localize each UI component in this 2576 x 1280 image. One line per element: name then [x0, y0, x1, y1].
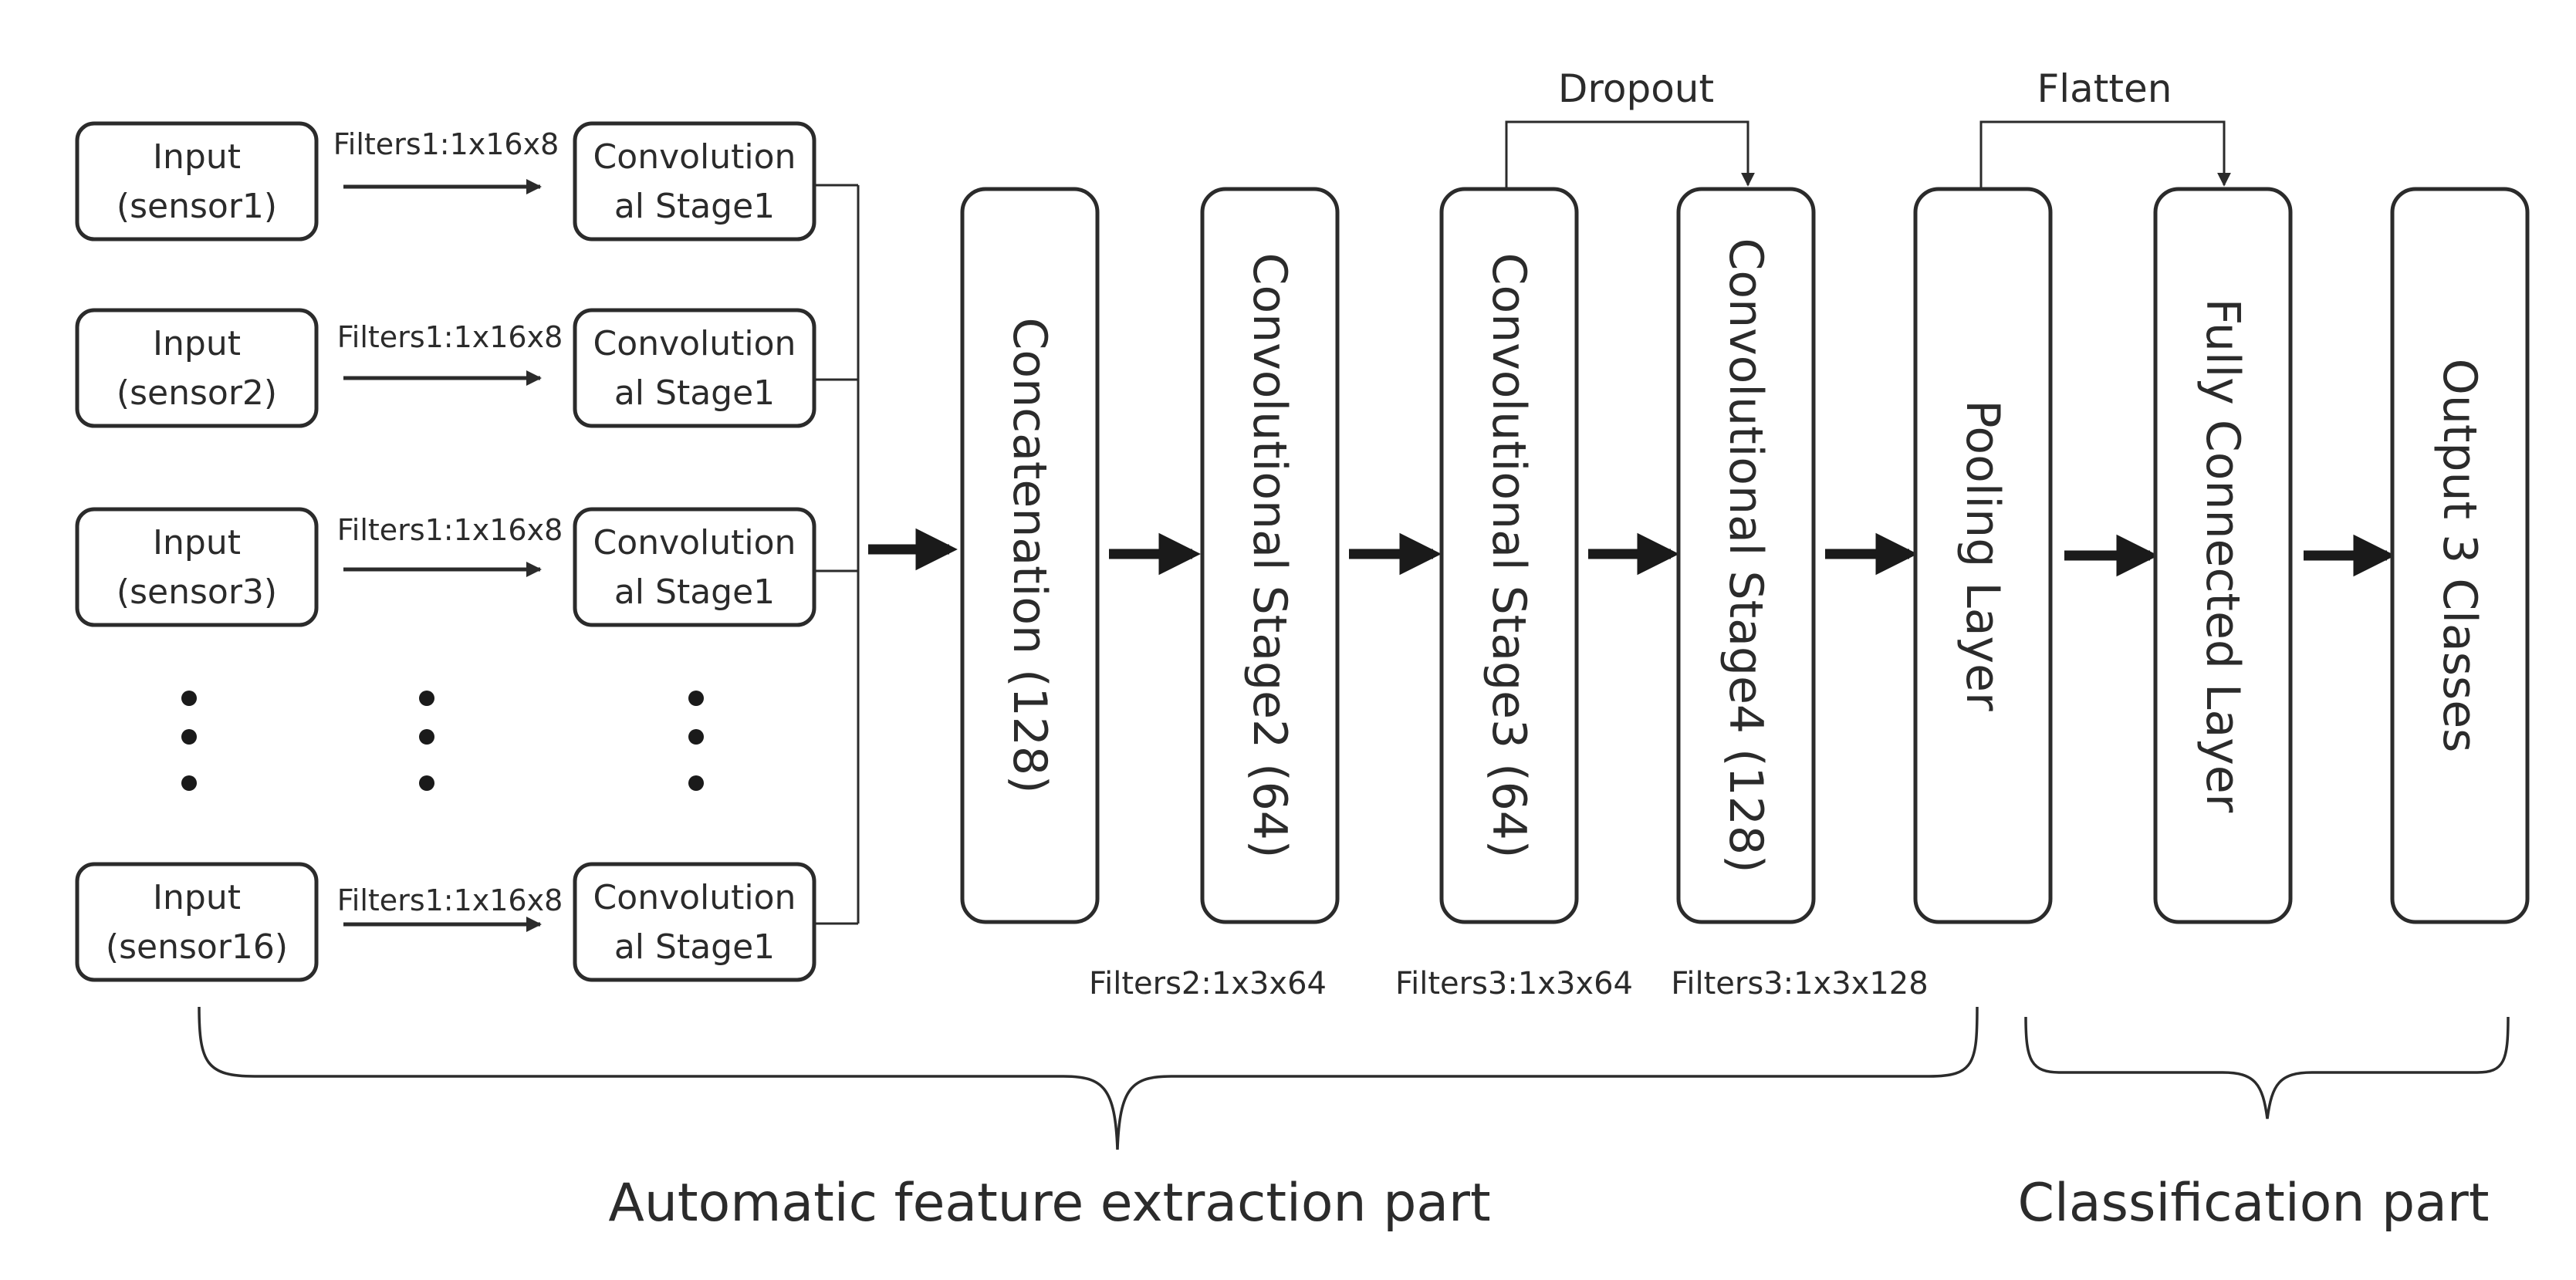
input-label: Input: [153, 137, 241, 177]
ellipsis-dot: [688, 775, 704, 791]
filter-label: Filters1:1x16x8: [333, 127, 559, 161]
classification-brace: Classification part: [2017, 1016, 2510, 1234]
stage-label: Pooling Layer: [1956, 400, 2010, 711]
conv-stage1-label-line1: Convolution: [593, 878, 796, 917]
brace-shape: [2024, 1016, 2510, 1120]
stage-box: [1676, 187, 1816, 924]
conv-stage1-label-line1: Convolution: [593, 523, 796, 562]
conv-stage1-label-line2: al Stage1: [614, 373, 775, 413]
conv-stage1-box: [573, 121, 816, 241]
ellipsis-dot: [688, 729, 704, 745]
stage-pooling-layer: Pooling Layer: [1913, 187, 2053, 924]
flatten-line: [1979, 120, 2231, 189]
dropout-label: Dropout: [1558, 66, 1714, 111]
stage-label: Convolutional Stage4 (128): [1719, 238, 1773, 873]
stage3-filter-label: Filters3:1x3x64: [1395, 966, 1633, 1001]
input-sensor-label: (sensor1): [117, 187, 277, 226]
stage-box: [1200, 187, 1340, 924]
brace-shape: [198, 1006, 1979, 1150]
stage-box: [2390, 187, 2530, 924]
filter-label: Filters1:1x16x8: [337, 883, 563, 917]
stage-box: [2153, 187, 2293, 924]
filter-label: Filters1:1x16x8: [337, 513, 563, 547]
stage-convolutional-stage2: Convolutional Stage2 (64): [1200, 187, 1340, 924]
classification-label: Classification part: [2017, 1173, 2489, 1234]
dropout-connector: Dropout: [1505, 66, 1755, 189]
dropout-line: [1505, 120, 1755, 189]
input-sensor-label: (sensor3): [117, 572, 277, 612]
stage-box: [1439, 187, 1579, 924]
input-box-sensor3: [75, 507, 319, 627]
ellipsis-dot: [181, 729, 197, 745]
input-box-sensor1: [75, 121, 319, 241]
stage-label: Output 3 Classes: [2432, 359, 2486, 753]
stage-fully-connected-layer: Fully Connected Layer: [2153, 187, 2293, 924]
flatten-connector: Flatten: [1979, 66, 2231, 189]
filter-label: Filters1:1x16x8: [337, 320, 563, 354]
merge-connector: [814, 184, 860, 925]
input-row-sensor16: Input (sensor16) Filters1:1x16x8 Convolu…: [75, 862, 816, 982]
input-label: Input: [153, 324, 241, 363]
input-row-sensor3: Input (sensor3) Filters1:1x16x8 Convolut…: [75, 507, 816, 627]
input-row-sensor1: Input (sensor1) Filters1:1x16x8 Convolut…: [75, 121, 816, 241]
stage-box: [960, 187, 1100, 924]
stage-convolutional-stage4: Convolutional Stage4 (128): [1676, 187, 1816, 924]
conv-stage1-label-line2: al Stage1: [614, 572, 775, 612]
conv-stage1-box: [573, 308, 816, 428]
conv-stage1-label-line1: Convolution: [593, 137, 796, 177]
conv-stage1-label-line2: al Stage1: [614, 927, 775, 967]
input-sensor-label: (sensor16): [106, 927, 288, 967]
conv-stage1-box: [573, 507, 816, 627]
input-row-sensor2: Input (sensor2) Filters1:1x16x8 Convolut…: [75, 308, 816, 428]
ellipsis-dot: [419, 691, 434, 706]
conv-stage1-label-line2: al Stage1: [614, 187, 775, 226]
conv-stage1-label-line1: Convolution: [593, 324, 796, 363]
feature-extraction-brace: Automatic feature extraction part: [198, 1006, 1979, 1234]
conv-stage1-box: [573, 862, 816, 982]
input-box-sensor2: [75, 308, 319, 428]
input-label: Input: [153, 523, 241, 562]
stage-box: [1913, 187, 2053, 924]
ellipsis-dot: [419, 729, 434, 745]
ellipsis-dots: [181, 691, 704, 791]
stage-label: Concatenation (128): [1002, 318, 1056, 794]
ellipsis-dot: [181, 691, 197, 706]
stage4-filter-label: Filters3:1x3x128: [1671, 966, 1928, 1001]
stage-convolutional-stage3: Convolutional Stage3 (64): [1439, 187, 1579, 924]
stage-label: Convolutional Stage2 (64): [1242, 253, 1296, 859]
stage-label: Convolutional Stage3 (64): [1482, 253, 1536, 859]
stage-label: Fully Connected Layer: [2196, 299, 2250, 813]
ellipsis-dot: [419, 775, 434, 791]
input-label: Input: [153, 878, 241, 917]
feature-extraction-label: Automatic feature extraction part: [608, 1173, 1490, 1234]
stage2-filter-label: Filters2:1x3x64: [1089, 966, 1327, 1001]
flatten-label: Flatten: [2037, 66, 2172, 111]
pipeline-arrows: [868, 528, 2395, 577]
ellipsis-dot: [688, 691, 704, 706]
input-sensor-label: (sensor2): [117, 373, 277, 413]
stage-concatenation: Concatenation (128): [960, 187, 1100, 924]
stage-output: Output 3 Classes: [2390, 187, 2530, 924]
ellipsis-dot: [181, 775, 197, 791]
input-box-sensor16: [75, 862, 319, 982]
